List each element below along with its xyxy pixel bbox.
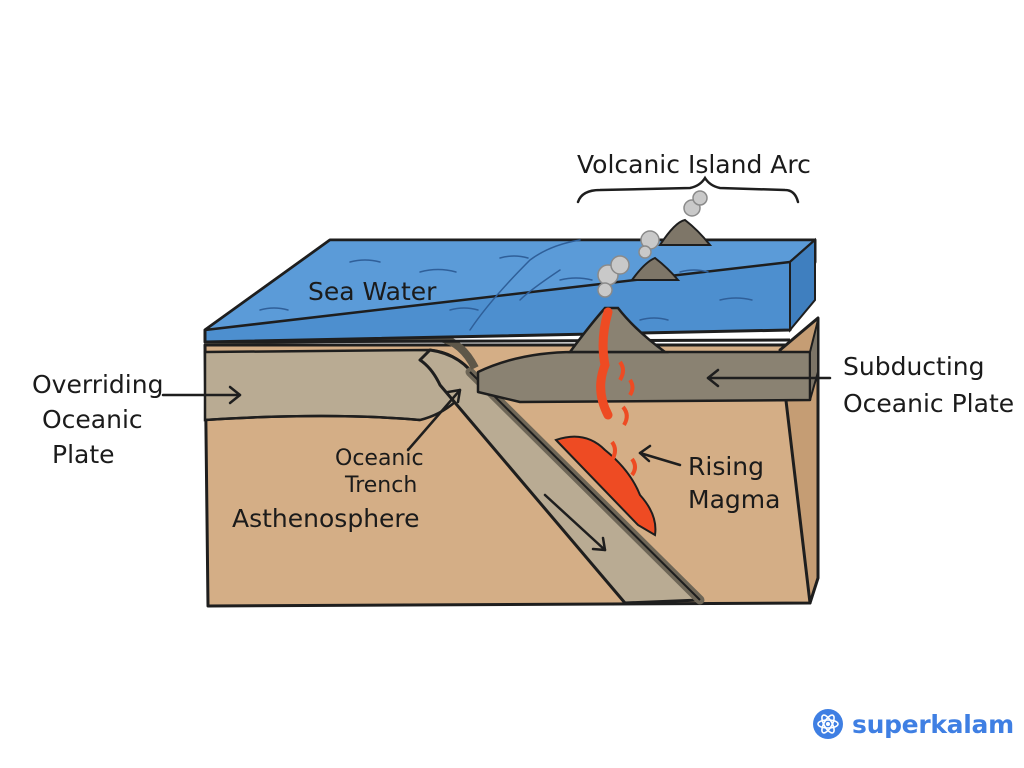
- magma-chamber: [554, 360, 657, 537]
- arrow-oceanic-trench: [406, 388, 462, 452]
- arrow-slab-direction: [543, 493, 607, 552]
- label-overriding-line1: Overriding: [32, 370, 163, 399]
- label-volcanic-island-arc: Volcanic Island Arc: [577, 150, 811, 179]
- subducting-oceanic-plate: [476, 319, 819, 404]
- atom-icon: [813, 709, 843, 739]
- volcano-smoke: [597, 190, 708, 298]
- label-overriding-line2: Oceanic: [42, 405, 143, 434]
- label-oceanic-trench-line2: Trench: [344, 473, 417, 498]
- label-oceanic-trench-line1: Oceanic: [335, 446, 424, 471]
- arrow-overriding-plate: [161, 385, 242, 405]
- label-subducting-line2: Oceanic Plate: [843, 389, 1014, 418]
- island-arc-brace: [576, 175, 800, 204]
- label-sea-water: Sea Water: [308, 277, 437, 306]
- arrow-subducting-plate: [706, 368, 832, 388]
- label-asthenosphere: Asthenosphere: [232, 504, 420, 533]
- volcano-main: [567, 306, 669, 420]
- label-subducting-line1: Subducting: [843, 352, 985, 381]
- arrow-rising-magma: [638, 444, 682, 467]
- sea-water-body: [203, 237, 817, 344]
- subducting-slab: [418, 348, 705, 605]
- island-arc-volcanoes: [630, 218, 713, 281]
- label-rising-magma-line2: Magma: [688, 485, 780, 514]
- brand-name: superkalam: [852, 709, 1014, 739]
- label-overriding-line3: Plate: [52, 440, 115, 469]
- brand-logo: superkalam: [812, 708, 1014, 740]
- label-rising-magma-line1: Rising: [688, 452, 764, 481]
